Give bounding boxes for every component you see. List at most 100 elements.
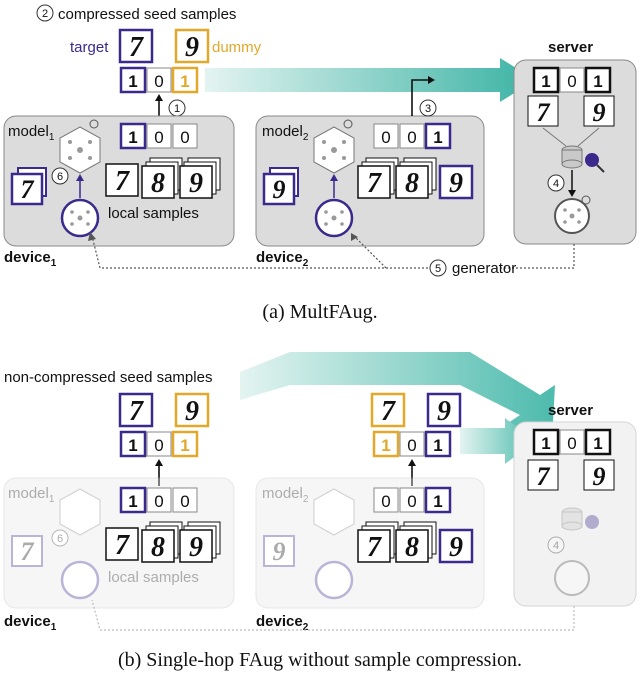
device1-local-samples: 7 8 9	[105, 157, 221, 199]
svg-text:0: 0	[381, 492, 390, 511]
svg-text:8: 8	[405, 532, 419, 563]
svg-text:7: 7	[21, 175, 35, 204]
svg-text:0: 0	[154, 492, 163, 511]
server-label: server	[548, 39, 593, 56]
bottom-left-seed-row: 1 0 1	[119, 430, 199, 458]
svg-text:1: 1	[180, 436, 189, 455]
svg-text:0: 0	[407, 436, 416, 455]
compressed-seed-row: 1 0 1	[119, 66, 199, 94]
svg-text:0: 0	[567, 434, 576, 453]
svg-text:4: 4	[553, 178, 559, 190]
bottom-server-faded-components: 4	[547, 507, 599, 596]
step-6-marker: 6	[51, 167, 69, 185]
bottom-device1-label: device1	[4, 613, 57, 633]
svg-text:6: 6	[57, 533, 63, 545]
svg-text:8: 8	[151, 168, 165, 199]
model2-network-icon	[313, 119, 355, 174]
svg-text:0: 0	[180, 128, 189, 147]
svg-text:0: 0	[567, 72, 576, 91]
server-seed-images: 7 9	[527, 95, 615, 127]
bottom-device2-label-row: 0 0 1	[373, 486, 452, 514]
caption-b: (b) Single-hop FAug without sample compr…	[118, 649, 522, 671]
bottom-server-label-row: 1 0 1	[532, 428, 612, 456]
svg-text:8: 8	[151, 532, 165, 563]
svg-text:9: 9	[593, 98, 606, 127]
svg-text:9: 9	[185, 32, 199, 63]
svg-text:7: 7	[367, 532, 382, 563]
target-label: target	[70, 39, 109, 56]
target-digit-image: 7	[118, 28, 154, 64]
device2-label-row: 0 0 1	[373, 122, 452, 150]
svg-text:1: 1	[541, 72, 550, 91]
svg-text:local samples: local samples	[108, 569, 199, 586]
svg-text:9: 9	[593, 462, 606, 491]
svg-text:9: 9	[449, 168, 463, 199]
svg-text:3: 3	[425, 103, 431, 115]
svg-text:9: 9	[437, 396, 451, 427]
svg-text:4: 4	[553, 540, 559, 552]
svg-text:7: 7	[115, 166, 130, 197]
bottom-server-seed-images: 7 9	[527, 459, 615, 491]
device2-label: device2	[256, 249, 309, 269]
generator-download-line	[500, 244, 575, 269]
svg-text:model2: model2	[262, 485, 309, 505]
step-5-marker: 5	[429, 259, 447, 277]
svg-text:1: 1	[433, 436, 442, 455]
svg-text:1: 1	[541, 434, 550, 453]
bottom-device1-label-row: 1 0 0	[119, 486, 198, 514]
svg-text:7: 7	[367, 168, 382, 199]
svg-text:6: 6	[57, 171, 63, 183]
step-4-marker: 4	[547, 174, 565, 192]
bottom-device1-local-samples: 7 8 9	[105, 521, 221, 563]
device2-generated-sample: 9	[262, 167, 299, 206]
bottom-device2-label: device2	[256, 613, 309, 633]
bottom-server-label: server	[548, 402, 593, 419]
svg-text:1: 1	[128, 128, 137, 147]
model1-label: model1	[8, 123, 55, 143]
svg-text:0: 0	[407, 128, 416, 147]
svg-text:2: 2	[42, 8, 48, 20]
search-globe-icon	[585, 153, 605, 173]
dummy-digit-image: 9	[174, 28, 210, 64]
svg-text:1: 1	[381, 436, 390, 455]
device2-local-samples: 7 8 9	[357, 157, 474, 200]
upload-arrow-top	[205, 58, 535, 102]
svg-text:1: 1	[433, 492, 442, 511]
svg-text:7: 7	[115, 530, 130, 561]
bottom-device2-local-samples: 7 8 9	[357, 521, 474, 564]
generator-label: generator	[452, 260, 516, 277]
compressed-seed-label: compressed seed samples	[58, 6, 236, 23]
svg-text:9: 9	[449, 532, 463, 563]
svg-text:9: 9	[273, 175, 286, 204]
svg-text:9: 9	[189, 168, 203, 199]
device1-label-row: 1 0 0	[119, 122, 198, 150]
model1-network-icon	[59, 119, 101, 174]
svg-text:9: 9	[185, 396, 199, 427]
svg-text:7: 7	[21, 537, 35, 566]
step3-arrow	[411, 79, 432, 116]
svg-text:0: 0	[154, 72, 163, 91]
server-label-row: 1 0 1	[532, 66, 612, 94]
step-1-marker: 1	[168, 99, 186, 117]
svg-text:7: 7	[537, 98, 551, 127]
svg-text:1: 1	[128, 436, 137, 455]
caption-a: (a) MultFAug.	[262, 301, 377, 323]
dummy-label: dummy	[212, 39, 262, 56]
svg-text:7: 7	[129, 32, 144, 63]
svg-text:9: 9	[189, 532, 203, 563]
svg-text:0: 0	[381, 128, 390, 147]
svg-text:0: 0	[407, 492, 416, 511]
svg-text:model1: model1	[8, 485, 55, 505]
svg-text:1: 1	[128, 72, 137, 91]
noncompressed-seed-label: non-compressed seed samples	[4, 369, 212, 386]
svg-text:1: 1	[433, 128, 442, 147]
step-3-marker: 3	[419, 99, 437, 117]
database-icon	[561, 145, 583, 169]
svg-text:0: 0	[154, 128, 163, 147]
server-generator-icon	[554, 195, 591, 234]
local-samples-label: local samples	[108, 205, 199, 222]
model2-label: model2	[262, 123, 309, 143]
bottom-right-seed-row: 1 0 1	[372, 430, 452, 458]
device1-generator-icon	[60, 198, 100, 238]
